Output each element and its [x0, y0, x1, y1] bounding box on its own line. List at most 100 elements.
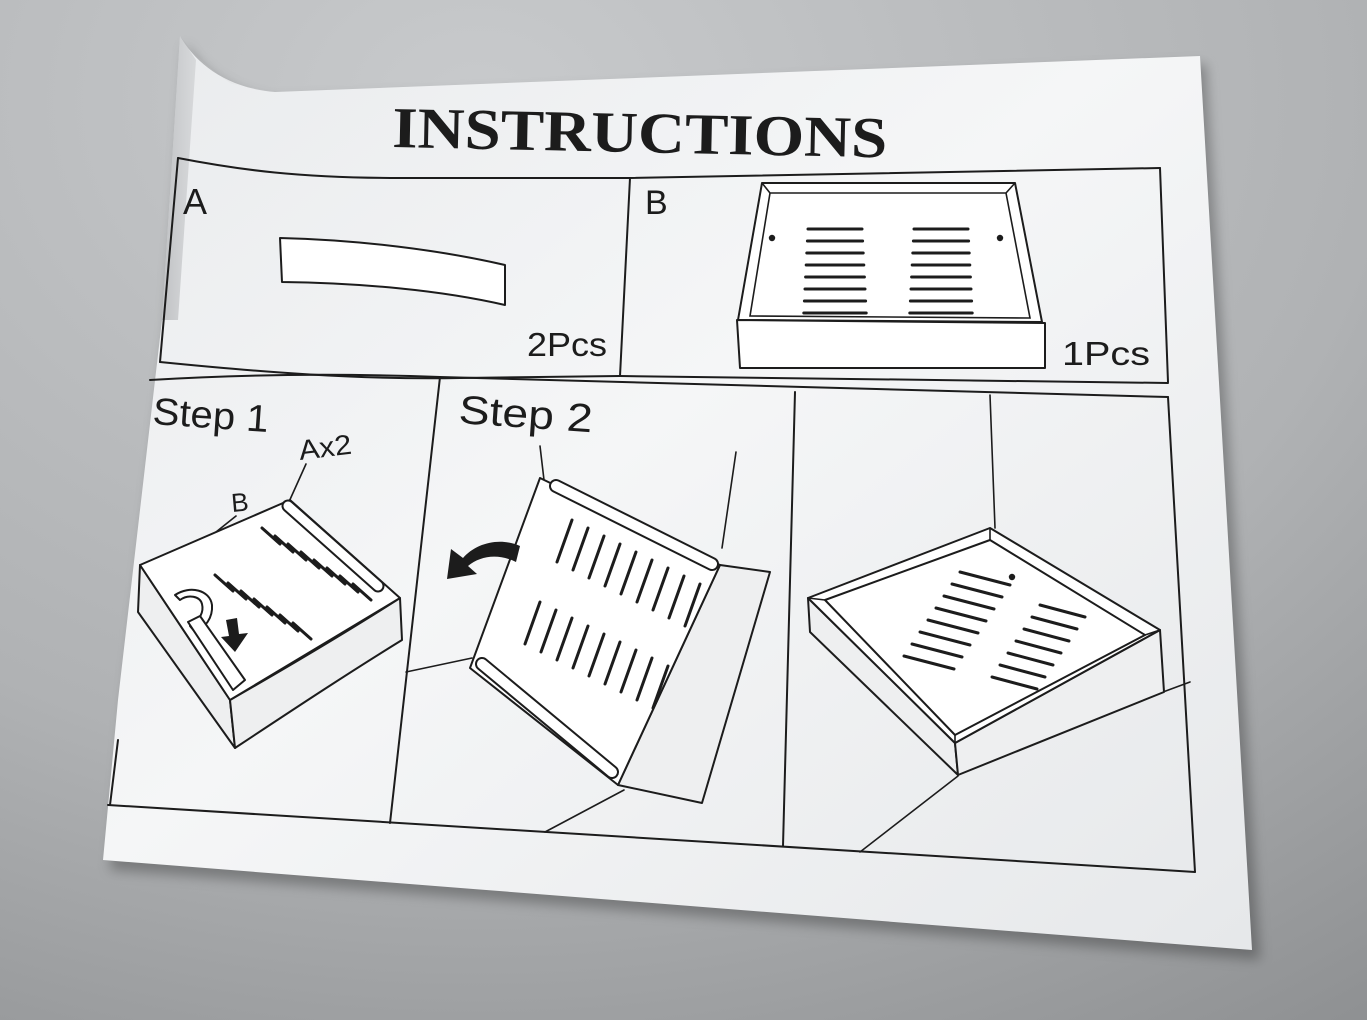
- step-2-rail-top: [551, 481, 717, 569]
- slot-line: [1006, 651, 1055, 667]
- frame-line: [619, 375, 1169, 384]
- frame-line: [629, 167, 1161, 179]
- slot-line: [523, 600, 542, 646]
- step-1-slots: [213, 526, 373, 641]
- slot-line: [587, 632, 606, 678]
- slot-line: [278, 613, 300, 633]
- frame-line: [107, 804, 1196, 873]
- room-corner-line: [721, 451, 737, 549]
- part-b-slots: [802, 227, 974, 315]
- slot-line: [286, 542, 308, 562]
- slot-line: [635, 558, 654, 604]
- slot-line: [571, 526, 590, 572]
- step-1-rail-a: [283, 501, 383, 591]
- slot-line: [683, 582, 702, 628]
- floor-line: [544, 789, 625, 833]
- slot-line: [1022, 627, 1071, 643]
- frame-line: [149, 373, 1169, 398]
- part-b-label: B: [645, 184, 668, 222]
- step-3-tray-inner-edge: [807, 527, 1161, 744]
- slot-line: [934, 606, 988, 623]
- steps-panel: [107, 373, 1196, 873]
- slot-line: [667, 574, 686, 620]
- step-2-label: Step 2: [457, 388, 594, 441]
- paper-curl-shade: [162, 36, 275, 320]
- slot-line: [252, 597, 274, 617]
- slot-line: [213, 573, 235, 593]
- frame-line: [1167, 396, 1196, 873]
- part-a-front-panel: [279, 237, 506, 306]
- frame-line: [109, 739, 119, 806]
- slot-line: [1014, 639, 1063, 655]
- frame-line: [1159, 167, 1169, 383]
- floor-line: [1162, 681, 1191, 693]
- step-2-panel: Step 2: [405, 388, 771, 833]
- step-3-slots: [902, 570, 1087, 691]
- frame-line: [619, 177, 631, 377]
- slot-line: [619, 550, 638, 596]
- step-2-slots: [523, 518, 702, 710]
- slot-line: [990, 675, 1039, 691]
- slot-line: [299, 550, 321, 570]
- frame-line: [177, 157, 631, 179]
- slot-line: [273, 534, 295, 554]
- callout-leader-a: [287, 463, 307, 505]
- step-3-panel: [807, 394, 1191, 853]
- slot-line: [587, 534, 606, 580]
- slot-line: [918, 630, 972, 647]
- slot-line: [291, 621, 313, 641]
- slot-line: [910, 642, 964, 659]
- slot-line: [651, 566, 670, 612]
- room-corner-line: [989, 394, 996, 529]
- slot-line: [555, 616, 574, 662]
- floor-line: [405, 657, 473, 673]
- slot-line: [651, 664, 670, 710]
- step-1-callout-part-b: B: [230, 487, 250, 518]
- slot-line: [950, 582, 1004, 599]
- step-1-label: Step 1: [151, 391, 270, 441]
- slot-line: [239, 589, 261, 609]
- slot-line: [338, 574, 360, 594]
- slot-line: [265, 605, 287, 625]
- part-b-quantity: 1Pcs: [1062, 335, 1150, 372]
- slot-line: [635, 656, 654, 702]
- slot-line: [619, 648, 638, 694]
- slot-line: [539, 608, 558, 654]
- step-1-callout-part-a: Ax2: [297, 429, 353, 466]
- part-b-box: B 1Pcs: [645, 182, 1150, 372]
- slot-line: [555, 518, 574, 564]
- frame-line: [159, 157, 179, 363]
- part-b-screw-hole: [996, 234, 1004, 242]
- slot-line: [603, 640, 622, 686]
- slot-line: [226, 581, 248, 601]
- slot-line: [902, 654, 956, 671]
- parts-panel: A 2Pcs B 1Pcs: [159, 157, 1169, 384]
- floor-line: [859, 775, 959, 853]
- step-1-down-arrow-icon: [221, 618, 248, 652]
- slot-line: [998, 663, 1047, 679]
- step-2-rotate-arrow-icon: [447, 541, 520, 579]
- slot-line: [351, 582, 373, 602]
- part-b-screw-hole: [768, 234, 776, 242]
- frame-line: [389, 376, 441, 824]
- step-1-tray-front-face: [229, 597, 403, 749]
- sheet-title: INSTRUCTIONS: [392, 95, 888, 170]
- slot-line: [325, 566, 347, 586]
- slot-line: [1030, 615, 1079, 631]
- slot-line: [1038, 603, 1087, 619]
- slot-line: [926, 618, 980, 635]
- room-corner-line: [539, 445, 545, 481]
- part-a-box: A 2Pcs: [183, 181, 607, 363]
- step-3-screw-hole: [1008, 573, 1016, 581]
- part-b-tray-inner: [749, 182, 1031, 319]
- part-b-tray-front: [736, 319, 1046, 369]
- part-a-label: A: [183, 181, 207, 222]
- slot-line: [260, 526, 282, 546]
- part-a-quantity: 2Pcs: [527, 326, 607, 363]
- slot-line: [958, 570, 1012, 587]
- slot-line: [571, 624, 590, 670]
- frame-line: [782, 391, 796, 847]
- part-b-tray-rim: [737, 182, 1043, 323]
- step-1-connector-strip: [187, 615, 246, 691]
